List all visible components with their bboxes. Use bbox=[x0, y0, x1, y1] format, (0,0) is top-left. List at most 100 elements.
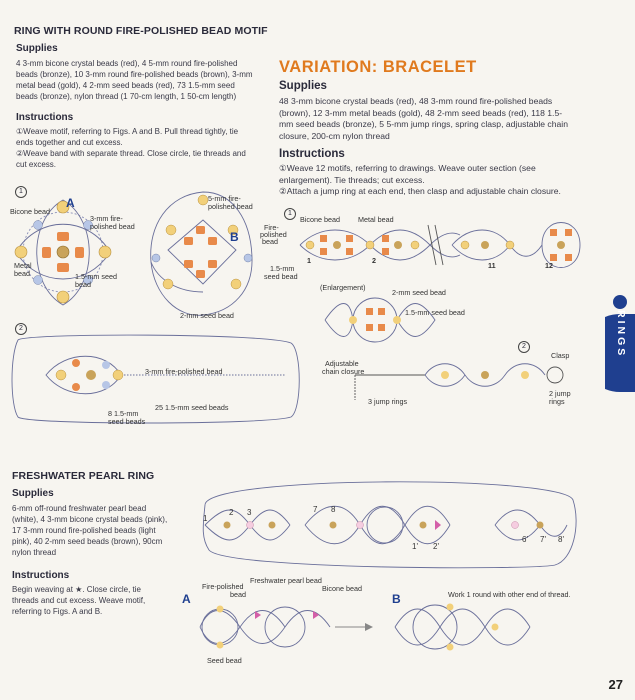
ring-fig2-step: 2 bbox=[15, 323, 27, 335]
bracelet-label-seed15c: 1.5-mm seed bead bbox=[405, 308, 465, 317]
pearl-num-2: 2 bbox=[229, 508, 234, 517]
pearl-fig-a-label: A bbox=[182, 592, 191, 606]
ring-supplies-line: 4 3-mm bicone crystal beads (red), 4 5-m… bbox=[16, 59, 238, 68]
ring-fig-b-label: B bbox=[230, 230, 239, 244]
bracelet-instr-line: ①Weave 12 motifs, referring to drawings.… bbox=[279, 163, 536, 173]
bracelet-instr-line: ②Attach a jump ring at each end, then cl… bbox=[279, 186, 561, 197]
pearl-num-6p: 6' bbox=[522, 535, 528, 544]
ring-label-fire3b: polished bead bbox=[90, 222, 135, 231]
bracelet-supplies-heading: Supplies bbox=[279, 80, 327, 92]
bracelet-enlargement-figure bbox=[324, 297, 436, 343]
ring-figure-2 bbox=[11, 334, 300, 424]
side-tab-label: RINGS bbox=[615, 310, 627, 359]
ring-title: RING WITH ROUND FIRE-POLISHED BEAD MOTIF bbox=[14, 25, 268, 37]
pearl-num-8: 8 bbox=[331, 505, 336, 514]
pearl-num-3: 3 bbox=[247, 508, 252, 517]
bracelet-instructions-text: ①Weave 12 motifs, referring to drawings.… bbox=[279, 163, 599, 198]
pearl-supplies-line: nylon thread bbox=[12, 548, 57, 557]
pearl-figure-loop bbox=[202, 481, 577, 569]
pearl-star-1: 1 bbox=[203, 514, 208, 523]
bracelet-figure-1 bbox=[299, 222, 581, 268]
bracelet-supplies-text: 48 3-mm bicone crystal beads (red), 48 3… bbox=[279, 96, 589, 142]
bracelet-label-seed2: 2-mm seed bead bbox=[392, 288, 446, 297]
ring-fig1-step: 1 bbox=[15, 186, 27, 198]
ring-instr-line: cut excess. bbox=[16, 160, 57, 169]
ring-label-seed8: 8 1.5-mm bbox=[108, 409, 139, 418]
pearl-label-fire: Fire-polished bbox=[202, 582, 244, 591]
side-tab-background bbox=[605, 295, 635, 392]
ring-instructions-heading: Instructions bbox=[16, 112, 74, 123]
pearl-supplies-heading: Supplies bbox=[12, 488, 54, 499]
bracelet-supplies-line: (brown), 12 3-mm metal beads (gold), 48 … bbox=[279, 107, 563, 118]
pearl-num-1p: 1' bbox=[412, 542, 418, 551]
pearl-supplies-line: (white), 4 3-mm bicone crystal beads (pi… bbox=[12, 515, 168, 524]
pearl-instr-line: threads and cut excess. Weave motif, bbox=[12, 596, 146, 605]
bracelet-label-seed15: 1.5-mm bbox=[270, 264, 295, 273]
pearl-label-fire2: bead bbox=[230, 590, 246, 599]
bracelet-label-firep3: bead bbox=[262, 237, 278, 246]
ring-label-fire5: 5-mm fire- bbox=[208, 194, 241, 203]
pearl-num-7: 7 bbox=[313, 505, 318, 514]
pearl-instr-line: Begin weaving at ★. Close circle, tie bbox=[12, 585, 142, 594]
pearl-label-bicone: Bicone bead bbox=[322, 584, 362, 593]
pearl-label-pearl: Freshwater pearl bead bbox=[250, 576, 322, 585]
ring-fig-a-label: A bbox=[66, 196, 75, 210]
bracelet-supplies-line: closure, 200-cm nylon thread bbox=[279, 130, 390, 141]
bracelet-label-adjustable2: chain closure bbox=[322, 367, 365, 376]
pearl-num-7p: 7' bbox=[540, 535, 546, 544]
pearl-supplies-line: 6-mm off-round freshwater pearl bead bbox=[12, 504, 147, 513]
ring-label-fire3: 3-mm fire- bbox=[90, 214, 123, 223]
ring-label-seed25: 25 1.5-mm seed beads bbox=[155, 403, 229, 412]
ring-label-seed15b: bead bbox=[75, 280, 91, 289]
pearl-instructions-heading: Instructions bbox=[12, 570, 70, 581]
ring-label-fire5b: polished bead bbox=[208, 202, 253, 211]
bracelet-label-jump3: 3 jump rings bbox=[368, 397, 408, 406]
ring-supplies-text: 4 3-mm bicone crystal beads (red), 4 5-m… bbox=[16, 58, 276, 102]
bracelet-figure-2 bbox=[354, 363, 564, 400]
bracelet-label-firep: Fire- bbox=[264, 223, 279, 232]
ring-supplies-line: beads (bronze), 10 3-mm round fire-polis… bbox=[16, 70, 253, 79]
pearl-instr-line: referring to Figs. A and B. bbox=[12, 607, 103, 616]
pearl-supplies-text: 6-mm off-round freshwater pearl bead (wh… bbox=[12, 503, 192, 558]
ring-instr-line: ②Weave band with separate thread. Close … bbox=[16, 149, 246, 158]
bracelet-label-jump2: 2 jump bbox=[549, 389, 571, 398]
bracelet-num-1: 1 bbox=[307, 256, 311, 265]
ring-label-bicone: Bicone bead bbox=[10, 207, 50, 216]
bracelet-title: VARIATION: BRACELET bbox=[279, 58, 477, 76]
ring-instr-line: ①Weave motif, referring to Figs. A and B… bbox=[16, 127, 239, 136]
pearl-supplies-line: pink), 40 2-mm seed beads (brown), 90cm bbox=[12, 537, 163, 546]
ring-supplies-line: metal bead (gold), 4 2-mm seed beads (re… bbox=[16, 81, 235, 90]
bracelet-supplies-line: mm seed beads (bronze), 5 5-mm jump ring… bbox=[279, 119, 568, 130]
bracelet-num-2: 2 bbox=[372, 256, 376, 265]
pearl-title: FRESHWATER PEARL RING bbox=[12, 470, 155, 482]
pearl-supplies-line: 17 3-mm round fire-polished beads (light bbox=[12, 526, 156, 535]
page-number: 27 bbox=[608, 677, 623, 692]
bracelet-supplies-line: 48 3-mm bicone crystal beads (red), 48 3… bbox=[279, 96, 553, 106]
ring-label-seed15: 1.5-mm seed bbox=[75, 272, 117, 281]
bracelet-label-clasp: Clasp bbox=[551, 351, 570, 360]
bracelet-instr-line: enlargement). Tie threads; cut excess. bbox=[279, 174, 425, 185]
ring-supplies-line: beads (bronze), nylon thread (1 70-cm le… bbox=[16, 92, 237, 101]
pearl-label-seed: Seed bead bbox=[207, 656, 242, 665]
bracelet-label-firep2: polished bbox=[260, 230, 287, 239]
bracelet-label-jump2b: rings bbox=[549, 397, 565, 406]
pearl-label-work: Work 1 round with other end of thread. bbox=[448, 590, 571, 599]
pearl-instructions-text: Begin weaving at ★. Close circle, tie th… bbox=[12, 584, 192, 617]
ring-label-seed8b: seed beads bbox=[108, 417, 146, 426]
ring-label-fire3-band: 3-mm fire-polished bead bbox=[145, 367, 223, 376]
ring-label-metalb: bead bbox=[14, 269, 30, 278]
pearl-figures-ab bbox=[199, 603, 531, 651]
bracelet-label-bicone: Bicone bead bbox=[300, 215, 340, 224]
bracelet-label-adjustable: Adjustable bbox=[325, 359, 359, 368]
ring-label-seed2: 2-mm seed bead bbox=[180, 311, 234, 320]
ring-instructions-text: ①Weave motif, referring to Figs. A and B… bbox=[16, 126, 276, 170]
ring-instr-line: ends together and cut excess. bbox=[16, 138, 123, 147]
ring-label-metal: Metal bbox=[14, 261, 32, 270]
pearl-num-8p: 8' bbox=[558, 535, 564, 544]
bracelet-label-metal: Metal bead bbox=[358, 215, 394, 224]
pearl-fig-b-label: B bbox=[392, 592, 401, 606]
bracelet-label-seed15b: seed bead bbox=[264, 272, 298, 281]
bracelet-instructions-heading: Instructions bbox=[279, 148, 345, 160]
ring-supplies-heading: Supplies bbox=[16, 43, 58, 54]
bracelet-label-enlargement: (Enlargement) bbox=[320, 283, 366, 292]
